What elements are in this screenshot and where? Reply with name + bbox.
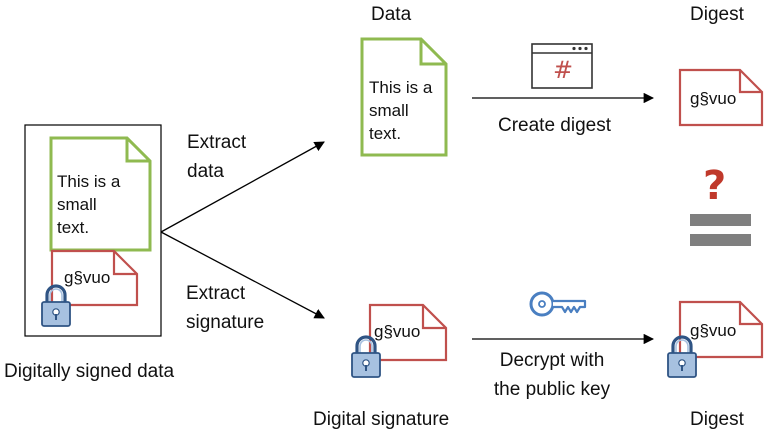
key-icon [529, 291, 587, 317]
signature-extracted-text: g§vuo [374, 322, 421, 341]
data-doc-in-box-text: This is a small text. [57, 172, 121, 237]
decrypt-label: Decrypt with the public key [493, 350, 611, 400]
extract-signature-label: Extract signature [186, 283, 265, 333]
hash-symbol: # [552, 56, 574, 84]
data-header: Data [371, 4, 412, 25]
create-digest-label: Create digest [498, 115, 612, 136]
arrow-extract-data [160, 141, 325, 233]
digest-computed-text: g§vuo [690, 89, 737, 108]
sig-doc-in-box [50, 249, 139, 307]
equals-icon [690, 214, 751, 226]
arrow-extract-signature [160, 231, 325, 319]
digital-signature-caption: Digital signature [313, 409, 450, 430]
question-mark-icon: ? [703, 163, 727, 209]
digest-header-top: Digest [690, 4, 744, 25]
hash-window-icon [531, 43, 593, 89]
data-doc-in-box [49, 136, 152, 252]
digest-doc-computed [678, 68, 764, 127]
signature-doc-extracted [368, 303, 448, 362]
signed-data-caption: Digitally signed data [4, 361, 175, 382]
digest-doc-decrypted [678, 300, 764, 359]
data-doc-extracted [360, 37, 448, 157]
extract-data-label: Extract data [187, 132, 247, 182]
sig-doc-in-box-text: g§vuo [64, 268, 111, 287]
lock-icon [350, 335, 382, 379]
digest-decrypted-text: g§vuo [690, 321, 737, 340]
data-doc-extracted-text: This is a small text. [369, 78, 433, 143]
digest-header-bottom: Digest [690, 409, 744, 430]
